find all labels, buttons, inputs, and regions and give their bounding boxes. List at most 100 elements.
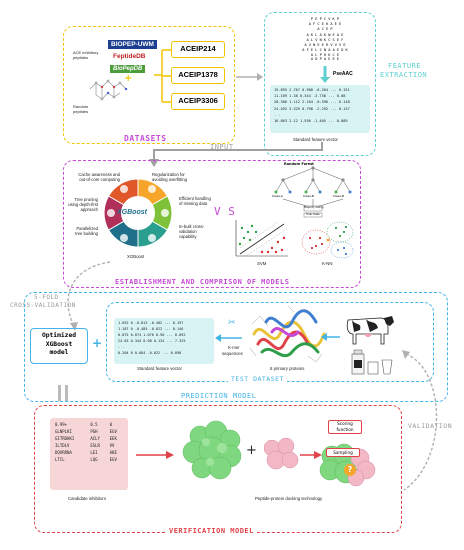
xgb-feature-regularization: Regularization for avoiding overfitting	[152, 172, 187, 182]
test-vector-row: . .	[118, 345, 125, 349]
candidate-caption: Candidate inhibitors	[68, 496, 106, 501]
peptide-cell: LTCL	[55, 457, 65, 462]
model-line-1: Optimized	[41, 332, 77, 339]
feature-title-1: FEATURE	[388, 62, 422, 70]
cv-label-1: 5-FOLD	[34, 294, 59, 301]
feature-vector-row: 19.895 2.767 0.908 -6.264 ... 0.151	[274, 88, 350, 92]
peptide-cell: EEK	[109, 436, 117, 441]
datasets-panel	[63, 26, 235, 144]
arrow-datasets-to-feature	[236, 73, 263, 81]
pseaac-label: PseAAC	[333, 71, 353, 77]
logo-biopep: BIOPEP-UWM	[108, 40, 157, 49]
cv-arrow	[67, 261, 111, 331]
random-forest-diagram	[274, 166, 352, 218]
prediction-title: PREDICTION MODEL	[178, 392, 260, 400]
svm-caption: SVM	[257, 261, 267, 266]
feature-vector: 19.895 2.767 0.908 -6.264 ... 0.151 11.1…	[270, 85, 370, 133]
sequence-3: A K L A K W E A E	[306, 33, 344, 38]
test-dataset-title: TEST DATASET	[228, 375, 287, 383]
kmer-label-2: sequences	[222, 351, 243, 356]
sequence-5: A V N E E R V V V E	[304, 42, 346, 47]
feature-vector-caption: Standard feature vector	[293, 137, 338, 142]
optimized-xgboost-model: Optimized XGBoost model	[30, 328, 88, 364]
rf-class-b1: Class-B	[303, 194, 314, 198]
peptide-cell: GLNPLKI	[55, 429, 72, 434]
xgboost-wheel	[103, 178, 173, 248]
feature-vector-row: 24.492 3.529 0.798 -2.292 ... 0.137	[274, 106, 350, 111]
peptide-cell: LEI	[90, 450, 98, 455]
peptide-cell: 0	[109, 422, 113, 427]
test-vector-row: 0.204 0 0.684 -0.022 ... 0.098	[118, 351, 182, 355]
random-peptides-molecule	[88, 75, 128, 107]
rf-majority: Majority Voting	[304, 206, 324, 209]
plus-icon: +	[246, 443, 257, 458]
question-mark: ?	[347, 465, 353, 474]
peptide-cell: ILTDLV	[55, 443, 70, 448]
arrow-from-sources	[321, 333, 340, 341]
arrow-kmer	[215, 334, 242, 342]
xgb-feature-missing: Efficient handling of missing data	[179, 196, 211, 206]
peptide-cell: DQVRRNA	[55, 450, 72, 455]
protein-structure	[249, 305, 326, 363]
peptide-row: 0.99+ 0.5 0	[54, 421, 124, 428]
peptide-cell: LQG	[90, 457, 98, 462]
logo-feptidedb: FeptideDB	[113, 53, 146, 60]
peptide-cell: 0.99+	[55, 422, 68, 427]
sequence-8: A D P A E E E	[310, 57, 340, 62]
sequence-6: A F E L C N A A E D K	[302, 47, 348, 52]
xgboost-caption: XGBoost	[127, 254, 145, 259]
feature-vector-row: . .	[274, 112, 281, 117]
arrow-candidates	[136, 451, 174, 459]
peptide-cell: 0.5	[90, 422, 98, 427]
sequence-2: A C E P	[317, 26, 333, 31]
arrow-pseaac	[320, 66, 330, 83]
verification-title: VERIFICATION MODEL	[166, 527, 257, 535]
connector-bars	[58, 385, 68, 401]
sequence-1: A F C E K A E E	[308, 21, 342, 26]
sampling-box: Sampling	[326, 448, 360, 457]
docking-caption: Peptide-protein docking technology	[255, 496, 323, 501]
arrow-docking	[300, 451, 322, 459]
target-protein	[182, 420, 242, 480]
peptide-cell: ESLR	[90, 443, 100, 448]
test-vector: 1.692 0 -0.813 -0.402 ... 0.197 1.187 0 …	[114, 318, 214, 364]
peptide-cell: PGH	[90, 429, 98, 434]
sequence-0: P E P C V K P	[310, 17, 340, 21]
establishment-panel	[63, 160, 361, 288]
peptide-cell: EGV	[109, 429, 117, 434]
peptide-row: ILTDLV ESLR VV	[54, 442, 124, 449]
sequence-list: P E P C V K P A F C E K A E E A C E P A …	[300, 17, 350, 62]
knn-caption: K-NN	[322, 261, 333, 266]
test-vector-row: 1.692 0 -0.813 -0.402 ... 0.197	[118, 321, 184, 325]
feature-vector-row: 28.306 1.112 2.104 -0.596 ... 0.148	[274, 100, 350, 105]
peptide-cell: VV	[109, 443, 115, 448]
rf-final-class: Final Class	[306, 213, 320, 216]
peptide-ligand	[263, 437, 299, 470]
xgboost-center-logo: XGBoost	[117, 209, 147, 216]
dataset-connectors	[154, 49, 172, 103]
rf-class-b2: Class-B	[333, 194, 344, 198]
feature-vector-row: 11.109 1.38 0.344 -3.758 ... 0.08	[274, 94, 346, 99]
input-label: INPUT	[210, 143, 234, 151]
datasets-title: DATASETS	[121, 134, 170, 143]
scoring-box: Scoring function	[328, 420, 362, 434]
test-vector-row: 24.63 0.344 0.08 0.134 ... 7.325	[118, 339, 186, 343]
peptide-row: GLNPLKI PGH EGV	[54, 428, 124, 435]
rf-class-a: Class-A	[272, 194, 283, 198]
plus-icon: +	[124, 73, 133, 84]
input-arrow	[149, 142, 323, 167]
kmer-label-1: K-mer	[228, 345, 240, 350]
xgb-feature-pruning: Tree pruning using depth-first approach	[68, 197, 98, 212]
model-line-2: XGBoost	[45, 340, 73, 348]
validation-arrow	[402, 350, 438, 491]
prediction-panel	[24, 292, 448, 402]
scoring-line-2: function	[336, 426, 354, 432]
random-forest-title: Random Forest	[284, 162, 314, 166]
cv-label-2: CROSS-VALIDATION	[10, 302, 76, 309]
ace-peptides-label: ACE inhibitory peptides	[73, 50, 99, 60]
